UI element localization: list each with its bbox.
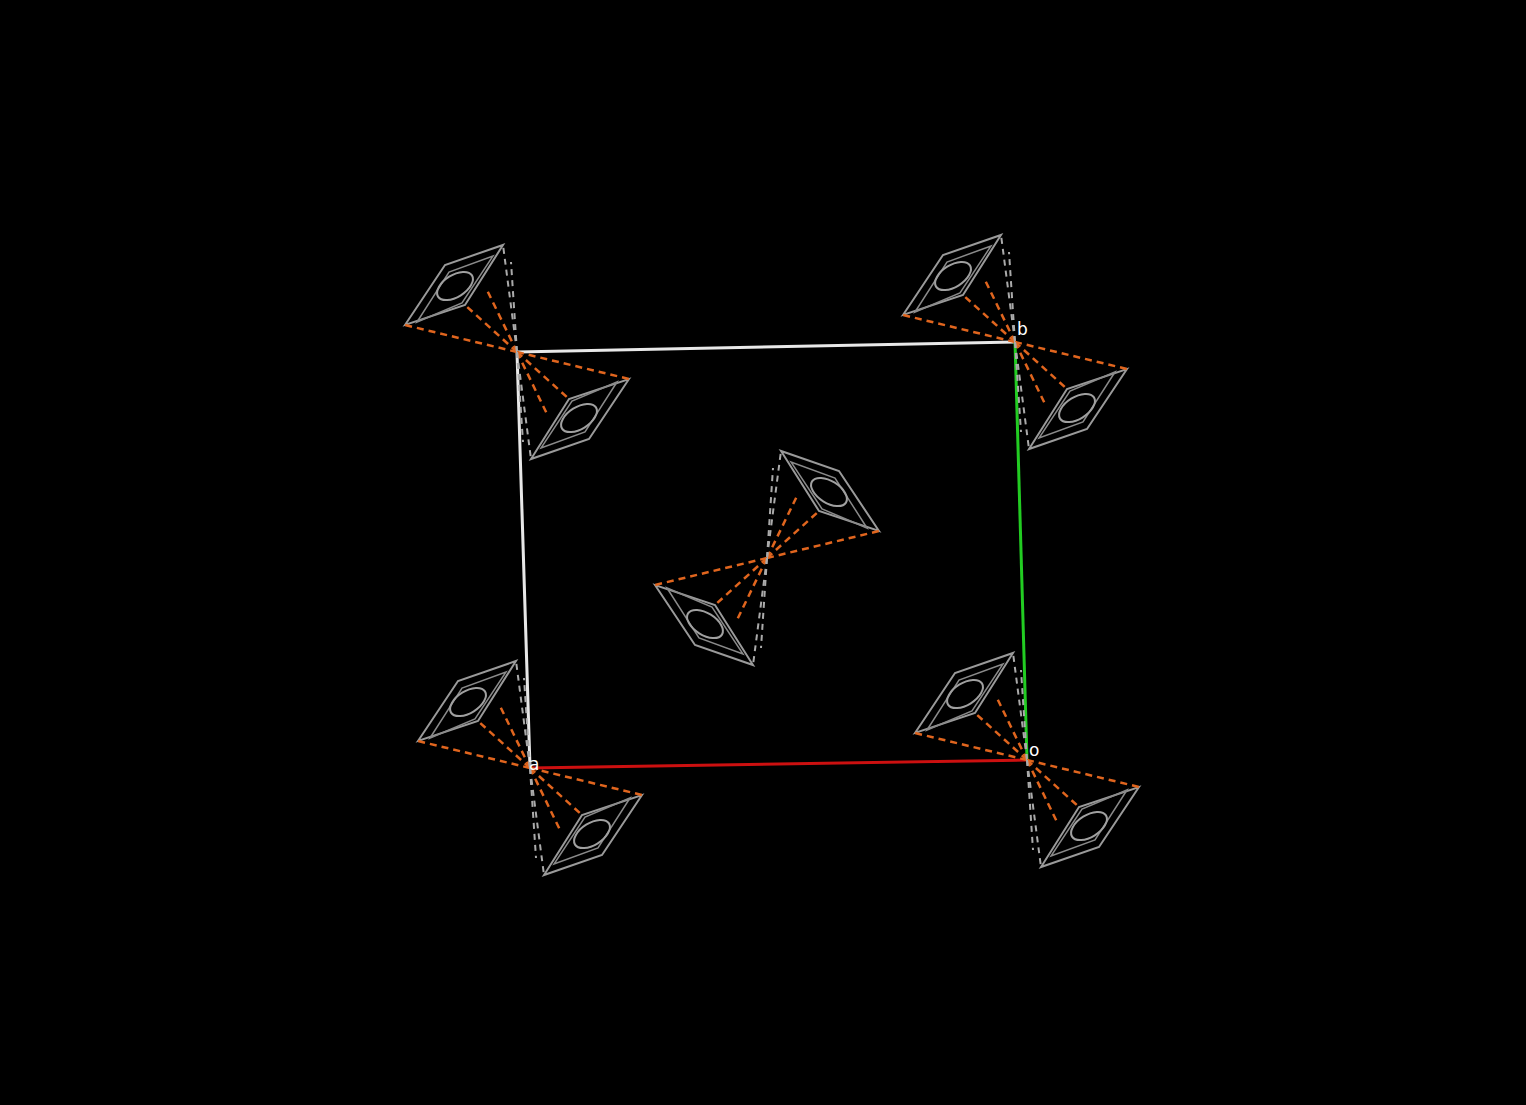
molecule [418,661,642,875]
b-axis [1015,342,1027,760]
molecules [405,235,1139,875]
axis-label: a [529,756,539,773]
a-axis [530,760,1027,768]
molecule [405,245,629,459]
axis-label: b [1017,321,1028,338]
molecule [915,653,1139,867]
molecule [903,235,1127,449]
axis-label: o [1029,742,1039,759]
cell-edge [517,352,530,768]
cell-edge [517,342,1015,352]
molecule [655,451,879,665]
